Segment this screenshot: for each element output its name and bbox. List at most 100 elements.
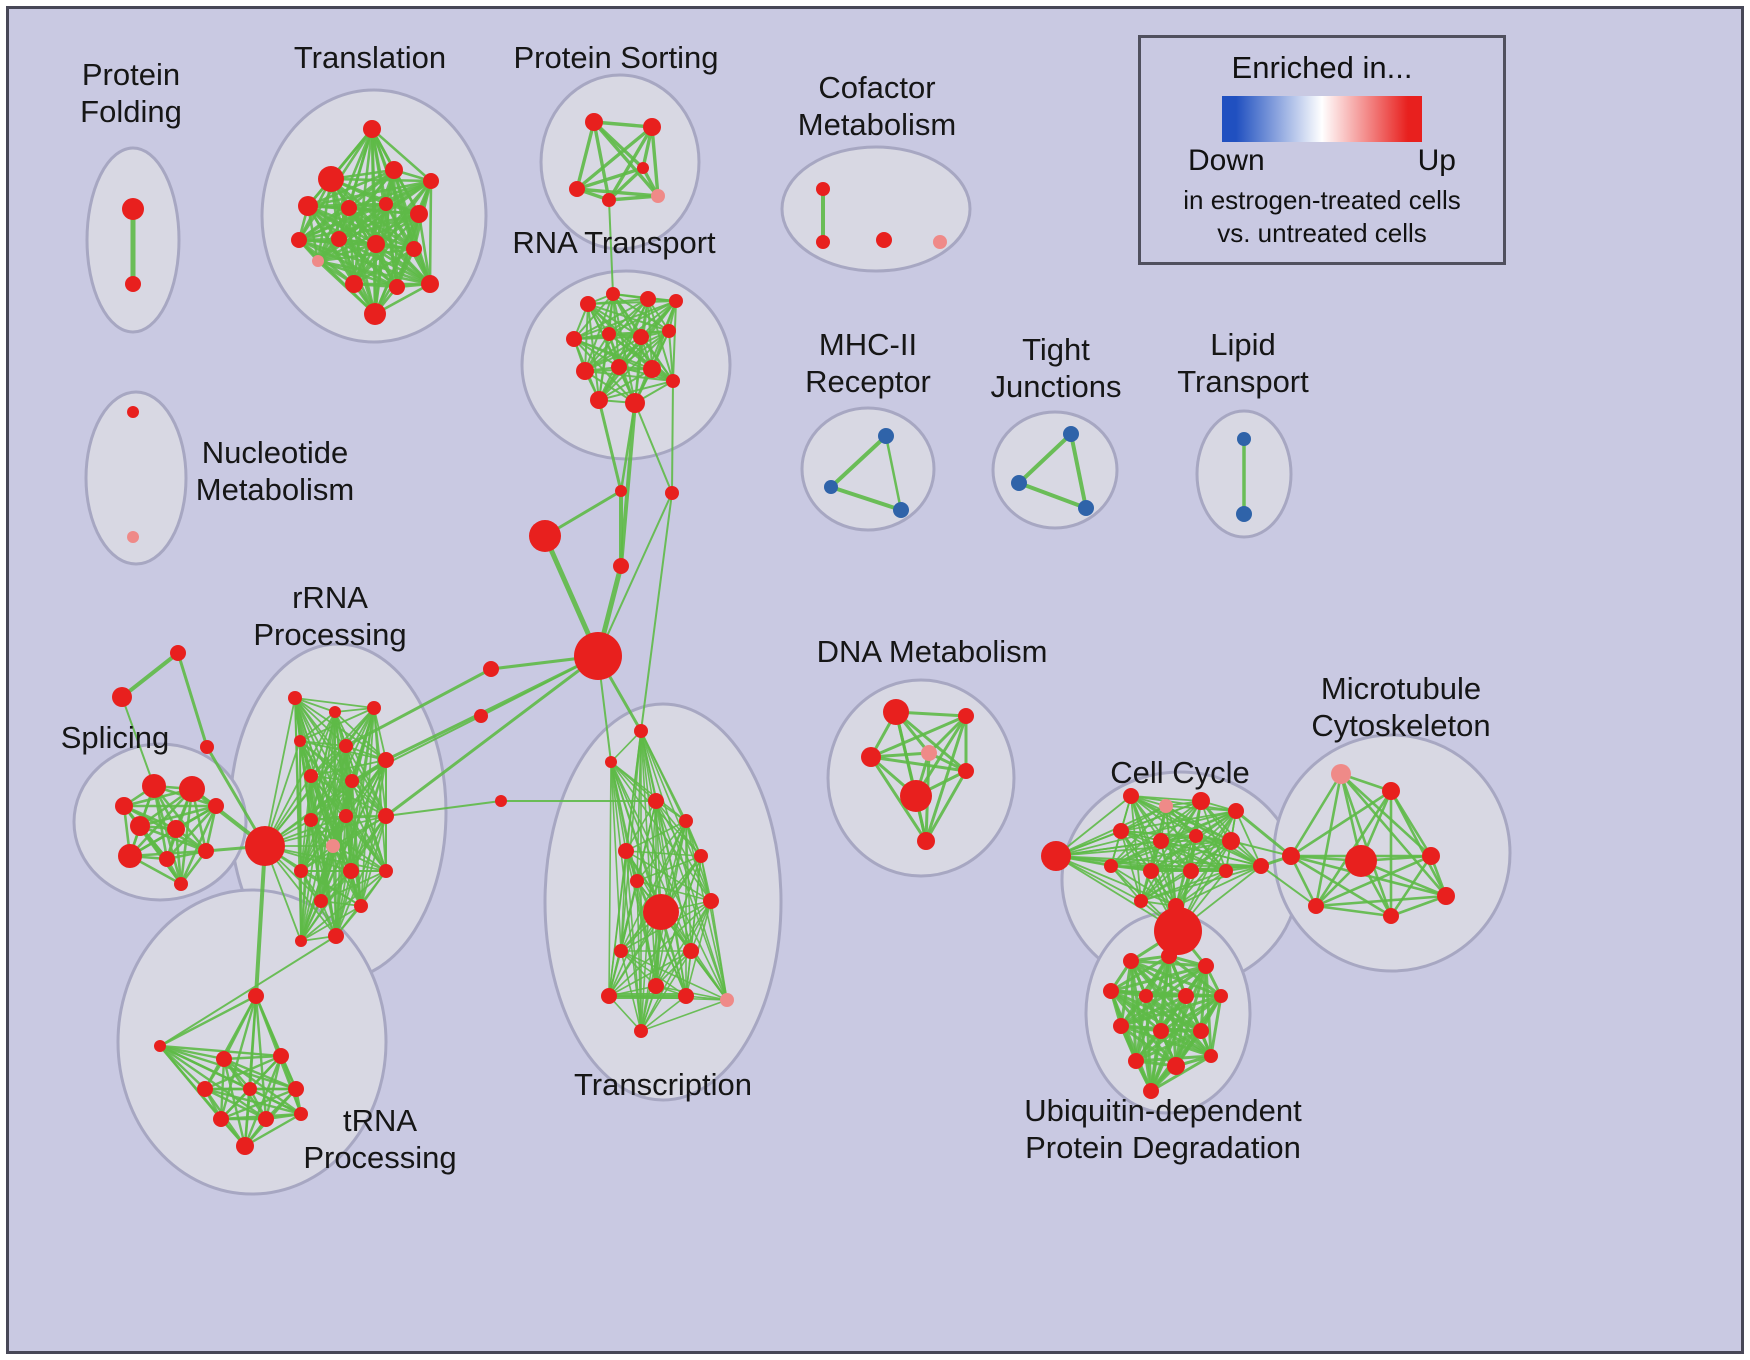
legend-gradient-bar [1222, 96, 1422, 142]
gene-set-node [611, 359, 627, 375]
edge [1069, 432, 1088, 510]
gene-set-node [633, 329, 649, 345]
gene-set-node [1204, 1049, 1218, 1063]
cluster-label-translation: Translation [294, 40, 446, 75]
gene-set-node [613, 558, 629, 574]
gene-set-node [312, 255, 324, 267]
edge [607, 166, 645, 202]
gene-set-node [159, 851, 175, 867]
edge [1149, 994, 1188, 1093]
gene-set-node [1214, 989, 1228, 1003]
edge [345, 815, 362, 907]
edge [351, 780, 362, 907]
gene-set-node [1183, 863, 1199, 879]
gene-set-node [958, 763, 974, 779]
edge [608, 300, 677, 335]
gene-set-node [878, 428, 894, 444]
edge [158, 1044, 298, 1091]
cluster-label-splicing: Splicing [61, 720, 170, 755]
gene-set-node [314, 894, 328, 908]
edge [345, 745, 387, 817]
gene-set-node [1253, 858, 1269, 874]
edge [310, 780, 353, 821]
edge [655, 800, 712, 902]
edge [1389, 789, 1448, 898]
gene-set-node [379, 864, 393, 878]
edge [608, 298, 649, 335]
gene-set-node [112, 687, 132, 707]
gene-set-node [331, 231, 347, 247]
gene-set-node [1128, 1053, 1144, 1069]
edge [320, 870, 387, 902]
edge [1144, 964, 1208, 998]
gene-set-node [200, 740, 214, 754]
gene-set-node [1011, 475, 1027, 491]
edge [1140, 870, 1192, 902]
gene-set-node [1153, 1023, 1169, 1039]
edge [1134, 1029, 1203, 1063]
gene-set-node [824, 480, 838, 494]
gene-set-node [1189, 829, 1203, 843]
gene-set-node [640, 291, 656, 307]
gene-set-node [917, 832, 935, 850]
gene-set-node [921, 745, 937, 761]
edge [243, 1112, 303, 1148]
gene-set-node [273, 1048, 289, 1064]
gene-set-node [1437, 887, 1455, 905]
edge [300, 870, 387, 942]
gene-set-node [605, 756, 617, 768]
edge [1017, 481, 1088, 510]
edge [320, 815, 387, 902]
edge [894, 710, 968, 773]
gene-set-node [236, 1137, 254, 1155]
gene-set-node [662, 324, 676, 338]
edge [1289, 772, 1343, 858]
edge [1314, 904, 1393, 918]
gene-set-node [861, 747, 881, 767]
edge [264, 697, 296, 847]
edge [385, 800, 502, 817]
gene-set-node [125, 276, 141, 292]
gene-set-node [329, 706, 341, 718]
edge [316, 179, 433, 263]
edge [640, 999, 728, 1032]
gene-set-node [683, 943, 699, 959]
gene-set-node [258, 1111, 274, 1127]
edge [120, 651, 180, 699]
edge [636, 855, 702, 882]
edge [829, 485, 903, 512]
edge [625, 800, 657, 852]
edge [1140, 865, 1262, 902]
edge [636, 820, 687, 882]
gene-set-node [328, 928, 344, 944]
edge [625, 850, 702, 857]
gene-set-node [389, 279, 405, 295]
edge [584, 336, 642, 372]
edge [306, 168, 396, 208]
edge [316, 259, 432, 286]
gene-set-node [1237, 432, 1251, 446]
gene-set-node [1134, 894, 1148, 908]
edge [587, 300, 677, 305]
gene-set-node [294, 735, 306, 747]
legend-subtitle-line1: in estrogen-treated cells [1183, 185, 1461, 215]
gene-set-node [127, 531, 139, 543]
gene-set-node [1078, 500, 1094, 516]
edge [299, 711, 336, 742]
gene-set-node [378, 752, 394, 768]
gene-set-node [115, 797, 133, 815]
edge [384, 654, 600, 762]
cluster-ellipse-cofactor-metabolism [780, 145, 972, 273]
gene-set-node [495, 795, 507, 807]
edge [598, 380, 674, 401]
edge [671, 380, 674, 494]
edge [1110, 835, 1197, 867]
edge [300, 815, 347, 872]
edge [264, 745, 347, 847]
gene-set-node [958, 708, 974, 724]
gene-set-node [678, 988, 694, 1004]
gene-set-node [245, 826, 285, 866]
edge [1289, 854, 1393, 918]
